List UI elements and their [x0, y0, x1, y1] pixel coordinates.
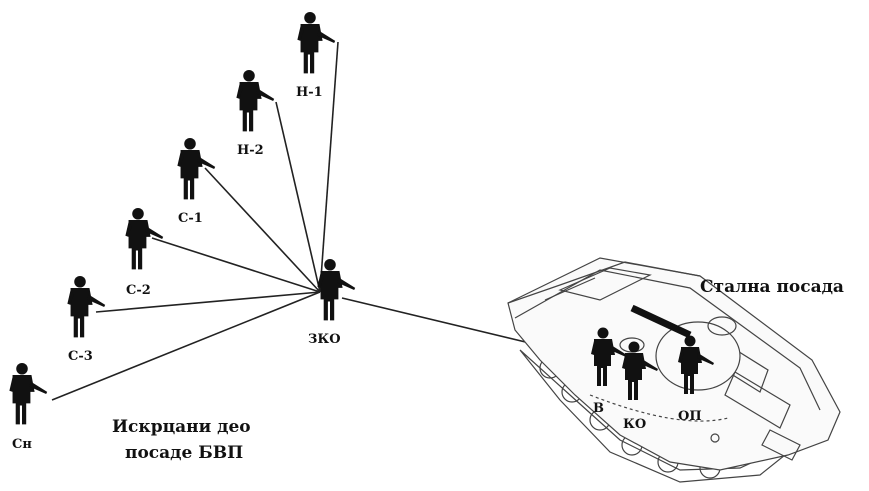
soldier-s2-icon: [125, 207, 164, 270]
soldier-sn-icon: [9, 362, 48, 425]
label-op: ОП: [678, 409, 702, 424]
label-s2: С-2: [126, 283, 151, 298]
soldier-zko-icon: [317, 258, 356, 321]
label-sn: Сн: [12, 437, 32, 452]
label-n1: Н-1: [296, 85, 323, 100]
caption-dismounted-line2: посаде БВП: [125, 443, 243, 463]
connector-lines: [51, 41, 593, 401]
soldier-s3-icon: [67, 275, 106, 338]
soldier-n2-icon: [236, 69, 275, 132]
caption-crew: Стална посада: [700, 277, 844, 297]
bvp-vehicle: [507, 257, 841, 483]
soldier-s1-icon: [177, 137, 216, 200]
line-sn: [51, 291, 321, 401]
line-s2: [151, 237, 321, 293]
soldier-icons: [9, 11, 714, 425]
line-s1: [204, 167, 321, 293]
label-zko: ЗКО: [308, 332, 341, 347]
line-n1: [319, 41, 339, 293]
label-n2: Н-2: [237, 143, 264, 158]
label-v: В: [593, 401, 604, 416]
line-n2: [275, 101, 321, 293]
label-s3: С-3: [68, 349, 93, 364]
label-ko: КО: [623, 417, 646, 432]
line-s3: [95, 291, 321, 313]
label-s1: С-1: [178, 211, 203, 226]
soldier-n1-icon: [297, 11, 336, 74]
caption-dismounted-line1: Искрцани део: [112, 417, 251, 437]
